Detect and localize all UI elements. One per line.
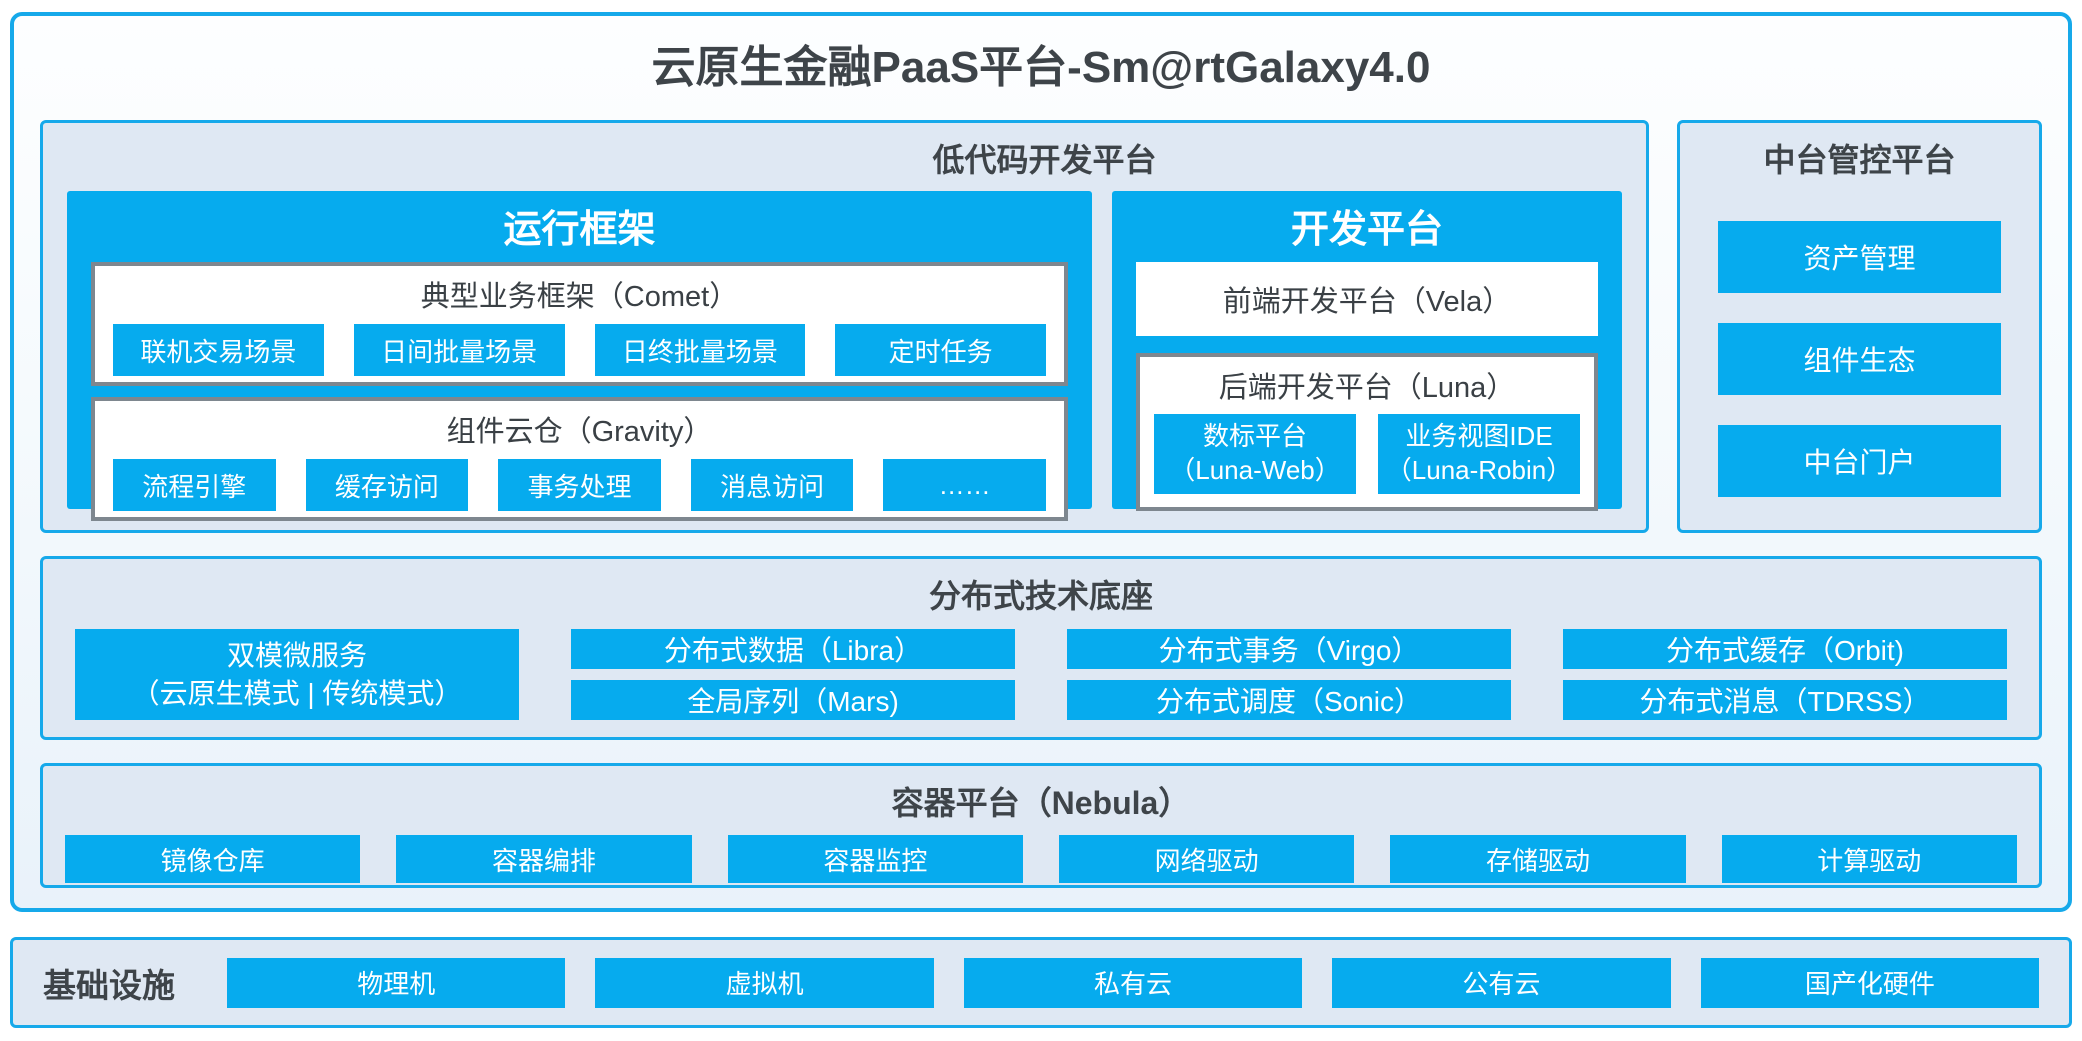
luna-button-row: 数标平台 （Luna-Web） 业务视图IDE （Luna-Robin） <box>1140 406 1594 494</box>
gravity-warehouse-title: 组件云仓（Gravity） <box>446 416 713 448</box>
container-platform-panel: 容器平台（Nebula） 镜像仓库 容器编排 容器监控 网络驱动 存储驱动 计算… <box>40 763 2042 888</box>
container-platform-buttons: 镜像仓库 容器编排 容器监控 网络驱动 存储驱动 计算驱动 <box>43 824 2039 883</box>
luna-web-sub: （Luna-Web） <box>1169 455 1341 485</box>
distributed-data-libra-box: 分布式数据（Libra） <box>571 629 1015 669</box>
distributed-scheduling-sonic-box: 分布式调度（Sonic） <box>1067 680 1511 720</box>
lowcode-platform-panel: 低代码开发平台 运行框架 典型业务框架（Comet） 联机交易场景 日间批量场景… <box>40 120 1649 533</box>
dev-platform-panel: 开发平台 前端开发平台（Vela） 后端开发平台（Luna） 数标平台 （Lun… <box>1112 191 1622 511</box>
process-engine-box: 流程引擎 <box>113 459 276 511</box>
physical-machine-box: 物理机 <box>227 957 566 1008</box>
middle-platform-title: 中台管控平台 <box>1763 142 1956 178</box>
gravity-warehouse-box: 组件云仓（Gravity） 流程引擎 缓存访问 事务处理 消息访问 …… <box>91 397 1068 521</box>
comet-framework-box: 典型业务框架（Comet） 联机交易场景 日间批量场景 日终批量场景 定时任务 <box>91 262 1068 386</box>
distributed-base-panel: 分布式技术底座 双模微服务 （云原生模式 | 传统模式） 分布式数据（Libra… <box>40 556 2042 740</box>
scheduled-task-box: 定时任务 <box>835 324 1046 376</box>
public-cloud-box: 公有云 <box>1332 957 1671 1008</box>
storage-driver-box: 存储驱动 <box>1390 835 1686 883</box>
middle-platform-buttons: 资产管理 组件生态 中台门户 <box>1680 221 2039 497</box>
online-transaction-scenario-box: 联机交易场景 <box>113 324 324 376</box>
asset-management-box: 资产管理 <box>1718 221 2001 293</box>
main-frame: 云原生金融PaaS平台-Sm@rtGalaxy4.0 低代码开发平台 运行框架 … <box>10 12 2072 912</box>
runtime-framework-title: 运行框架 <box>503 209 656 251</box>
cache-access-box: 缓存访问 <box>305 459 469 511</box>
distributed-base-title: 分布式技术底座 <box>928 578 1153 614</box>
vela-frontend-box: 前端开发平台（Vela） <box>1136 262 1598 336</box>
distributed-column-2: 分布式事务（Virgo） 分布式调度（Sonic） <box>1067 629 1511 720</box>
comet-framework-title: 典型业务框架（Comet） <box>420 281 739 313</box>
dual-mode-sub: （云原生模式 | 传统模式） <box>131 677 463 709</box>
luna-backend-title: 后端开发平台（Luna） <box>1218 372 1516 404</box>
luna-robin-box: 业务视图IDE （Luna-Robin） <box>1378 414 1580 494</box>
daytime-batch-scenario-box: 日间批量场景 <box>353 324 565 376</box>
distributed-cache-orbit-box: 分布式缓存（Orbit) <box>1563 629 2007 669</box>
ellipsis-box: …… <box>883 459 1046 511</box>
infrastructure-label: 基础设施 <box>43 966 175 1004</box>
transaction-processing-box: 事务处理 <box>498 459 661 511</box>
distributed-message-tdrss-box: 分布式消息（TDRSS） <box>1563 680 2007 720</box>
top-row: 低代码开发平台 运行框架 典型业务框架（Comet） 联机交易场景 日间批量场景… <box>40 120 2042 533</box>
image-registry-box: 镜像仓库 <box>65 835 361 883</box>
container-monitoring-box: 容器监控 <box>727 835 1023 883</box>
distributed-transaction-virgo-box: 分布式事务（Virgo） <box>1067 629 1511 669</box>
component-ecosystem-box: 组件生态 <box>1718 323 2001 395</box>
luna-web-box: 数标平台 （Luna-Web） <box>1154 414 1356 494</box>
middle-platform-panel: 中台管控平台 资产管理 组件生态 中台门户 <box>1677 120 2042 533</box>
global-sequence-mars-box: 全局序列（Mars) <box>571 680 1015 720</box>
infrastructure-panel: 基础设施 物理机 虚拟机 私有云 公有云 国产化硬件 <box>10 937 2072 1028</box>
lowcode-platform-body: 运行框架 典型业务框架（Comet） 联机交易场景 日间批量场景 日终批量场景 … <box>43 181 1646 521</box>
message-access-box: 消息访问 <box>690 459 854 511</box>
domestic-hardware-box: 国产化硬件 <box>1700 957 2040 1008</box>
network-driver-box: 网络驱动 <box>1058 835 1355 883</box>
dual-mode-column: 双模微服务 （云原生模式 | 传统模式） <box>75 629 519 720</box>
dev-platform-title: 开发平台 <box>1290 209 1443 251</box>
luna-web-label: 数标平台 <box>1202 421 1307 452</box>
container-platform-title: 容器平台（Nebula） <box>891 785 1191 821</box>
container-orchestration-box: 容器编排 <box>396 835 692 883</box>
dual-mode-label: 双模微服务 <box>226 639 367 671</box>
luna-backend-box: 后端开发平台（Luna） 数标平台 （Luna-Web） 业务视图IDE （Lu… <box>1136 353 1598 511</box>
eod-batch-scenario-box: 日终批量场景 <box>594 324 806 376</box>
runtime-framework-panel: 运行框架 典型业务框架（Comet） 联机交易场景 日间批量场景 日终批量场景 … <box>67 191 1092 521</box>
luna-robin-sub: （Luna-Robin） <box>1385 455 1573 485</box>
gravity-button-row: 流程引擎 缓存访问 事务处理 消息访问 …… <box>95 450 1064 511</box>
distributed-grid: 双模微服务 （云原生模式 | 传统模式） 分布式数据（Libra） 全局序列（M… <box>43 617 2039 720</box>
distributed-column-1: 分布式数据（Libra） 全局序列（Mars) <box>571 629 1015 720</box>
virtual-machine-box: 虚拟机 <box>595 957 934 1008</box>
compute-driver-box: 计算驱动 <box>1721 835 2017 883</box>
page-title: 云原生金融PaaS平台-Sm@rtGalaxy4.0 <box>651 43 1431 92</box>
infrastructure-buttons: 物理机 虚拟机 私有云 公有云 国产化硬件 <box>227 957 2040 1008</box>
comet-button-row: 联机交易场景 日间批量场景 日终批量场景 定时任务 <box>95 315 1064 376</box>
dual-mode-microservice-box: 双模微服务 （云原生模式 | 传统模式） <box>75 629 519 720</box>
middle-platform-portal-box: 中台门户 <box>1718 425 2001 497</box>
luna-robin-label: 业务视图IDE <box>1405 421 1553 452</box>
private-cloud-box: 私有云 <box>963 957 1303 1008</box>
distributed-column-3: 分布式缓存（Orbit) 分布式消息（TDRSS） <box>1563 629 2007 720</box>
lowcode-platform-title: 低代码开发平台 <box>932 142 1157 178</box>
